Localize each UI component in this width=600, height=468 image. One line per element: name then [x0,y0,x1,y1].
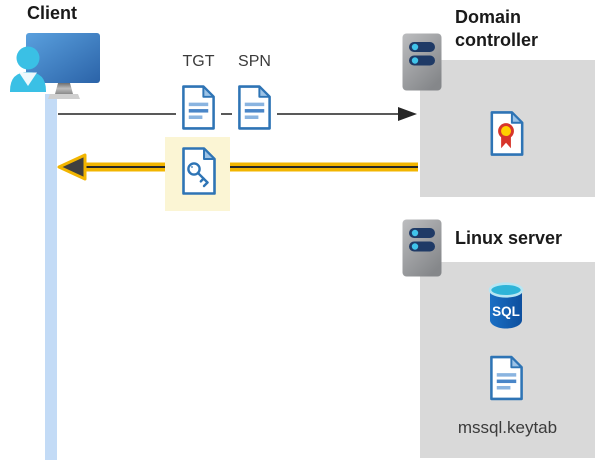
sql-icon-label: SQL [492,304,520,319]
tgt-label: TGT [182,53,215,70]
monitor-icon [26,33,100,99]
key-document-icon [182,147,216,195]
tgt-document-icon [176,80,221,134]
client-lifeline-bar [45,94,57,460]
spn-label: SPN [238,53,271,70]
person-icon [10,46,46,92]
spn-document-icon [232,80,277,134]
client-title: Client [27,3,78,23]
linux-server-icon [402,219,442,277]
sql-database-icon: SQL [488,282,524,329]
domain-controller-title: Domain controller [455,7,539,51]
certificate-icon [490,111,524,156]
keytab-document-icon [490,355,523,401]
keytab-file-label: mssql.keytab [457,418,558,437]
key-glyph [187,162,209,188]
response-arrow-highlighted [57,153,418,181]
domain-controller-server-icon [402,33,442,91]
linux-server-title: Linux server [455,228,563,248]
request-arrow [58,107,417,121]
client-user-icon [10,33,100,99]
